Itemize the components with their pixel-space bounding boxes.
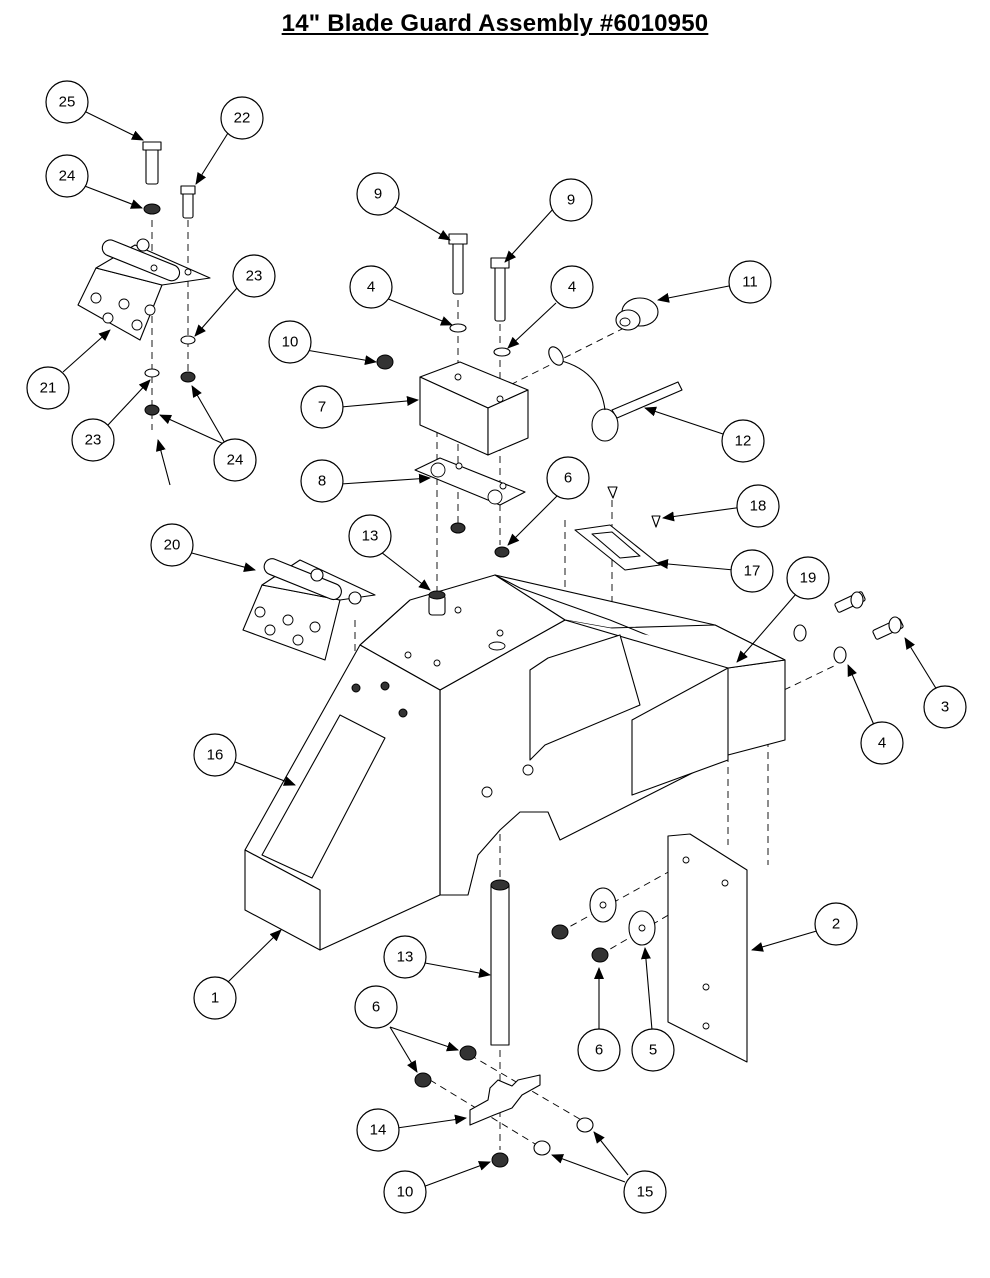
callout-14: 14 [356, 1108, 400, 1152]
set-screw-10-bottom [491, 1152, 509, 1168]
mount-block-7 [419, 361, 529, 456]
callout-16: 16 [193, 733, 237, 777]
callout-23: 23 [71, 418, 115, 462]
callout-4: 4 [349, 265, 393, 309]
callout-label: 9 [374, 186, 382, 203]
callout-15: 15 [623, 1170, 667, 1214]
callout-label: 10 [282, 334, 299, 351]
callout-label: 16 [207, 747, 224, 764]
screws-15 [533, 1117, 594, 1156]
callout-label: 12 [735, 433, 752, 450]
callout-10: 10 [383, 1170, 427, 1214]
callout-1: 1 [193, 976, 237, 1020]
callout-leaders [62, 109, 938, 1189]
callout-2: 2 [814, 902, 858, 946]
callout-label: 13 [362, 528, 379, 545]
callout-label: 14 [370, 1122, 387, 1139]
callout-7: 7 [300, 385, 344, 429]
callout-label: 6 [564, 470, 572, 487]
callout-8: 8 [300, 459, 344, 503]
callout-label: 17 [744, 563, 761, 580]
callout-6: 6 [354, 985, 398, 1029]
callout-label: 21 [40, 380, 57, 397]
callout-label: 24 [227, 452, 244, 469]
page-title: 14" Blade Guard Assembly #6010950 [281, 10, 709, 37]
callout-label: 19 [800, 570, 817, 587]
callout-18: 18 [736, 484, 780, 528]
callout-label: 11 [742, 274, 758, 291]
callout-label: 18 [750, 498, 767, 515]
callout-label: 23 [85, 432, 102, 449]
callout-12: 12 [721, 419, 765, 463]
callout-10: 10 [268, 320, 312, 364]
callout-label: 3 [941, 699, 949, 716]
callout-label: 7 [318, 399, 326, 416]
callout-20: 20 [150, 523, 194, 567]
hinge-hardware [142, 141, 196, 416]
washers-5 [589, 887, 656, 946]
callout-label: 23 [246, 268, 263, 285]
spacer-13-top [428, 590, 446, 616]
callout-4: 4 [860, 721, 904, 765]
callout-19: 19 [786, 556, 830, 600]
callout-25: 25 [45, 80, 89, 124]
hinge-20 [242, 558, 376, 661]
callout-3: 3 [923, 685, 967, 729]
callout-label: 13 [397, 949, 414, 966]
callout-label: 4 [367, 279, 375, 296]
callout-24: 24 [45, 154, 89, 198]
callout-22: 22 [220, 96, 264, 140]
callout-9: 9 [356, 172, 400, 216]
spacer-13-bottom [490, 879, 510, 1046]
bracket-14 [469, 1074, 541, 1126]
plate-2 [667, 833, 748, 1063]
nuts-6-bottom [414, 1045, 477, 1088]
callout-label: 25 [59, 94, 76, 111]
callout-5: 5 [631, 1028, 675, 1072]
callout-label: 4 [568, 279, 576, 296]
callout-label: 20 [164, 537, 181, 554]
screws-18 [607, 486, 661, 528]
callout-label: 15 [637, 1184, 654, 1201]
callout-13: 13 [383, 935, 427, 979]
nuts-6-top [450, 522, 510, 558]
lanyard-pin-12 [548, 346, 683, 442]
hinge-21 [77, 238, 211, 341]
callout-label: 5 [649, 1042, 657, 1059]
callout-9: 9 [549, 178, 593, 222]
set-screw-10-top [376, 354, 394, 370]
plate-8 [414, 457, 526, 506]
bolts-3 [793, 591, 904, 664]
callout-label: 10 [397, 1184, 414, 1201]
bolts-9 [448, 233, 510, 322]
callout-4: 4 [550, 265, 594, 309]
callout-21: 21 [26, 366, 70, 410]
callout-24: 24 [213, 438, 257, 482]
callout-6: 6 [546, 456, 590, 500]
decal-17 [574, 524, 661, 571]
callout-label: 24 [59, 168, 76, 185]
callout-label: 2 [832, 916, 840, 933]
callout-label: 8 [318, 473, 326, 490]
callout-17: 17 [730, 549, 774, 593]
nuts-6-side [551, 924, 609, 963]
callout-label: 6 [595, 1042, 603, 1059]
washers-4 [449, 323, 511, 357]
blade-guard-body [244, 574, 786, 951]
callout-label: 22 [234, 110, 251, 127]
callout-label: 9 [567, 192, 575, 209]
callout-23: 23 [232, 254, 276, 298]
callout-label: 6 [372, 999, 380, 1016]
callout-11: 11 [728, 260, 772, 304]
callout-6: 6 [577, 1028, 621, 1072]
callout-label: 4 [878, 735, 886, 752]
callout-label: 1 [211, 990, 219, 1007]
callout-13: 13 [348, 514, 392, 558]
pin-socket-11 [615, 297, 659, 331]
